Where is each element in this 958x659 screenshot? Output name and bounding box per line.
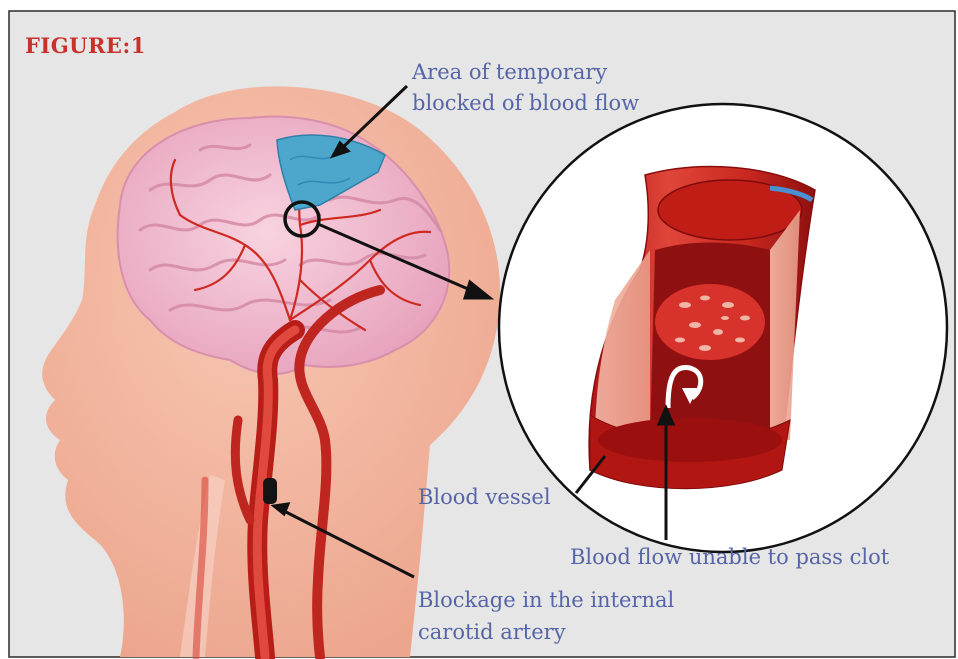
label-blood-flow: Blood flow unable to pass clot (570, 542, 889, 572)
label-blockage-line2: carotid artery (418, 617, 566, 647)
label-blood-vessel: Blood vessel (418, 482, 551, 512)
label-blockage-line1: Blockage in the internal (418, 585, 674, 615)
label-blocked-area-line2: blocked of blood flow (412, 88, 639, 118)
label-blocked-area-line1: Area of temporary (412, 57, 607, 87)
figure-title: FIGURE:1 (25, 33, 146, 58)
zoom-circle (499, 104, 947, 552)
carotid-blockage (263, 478, 277, 504)
